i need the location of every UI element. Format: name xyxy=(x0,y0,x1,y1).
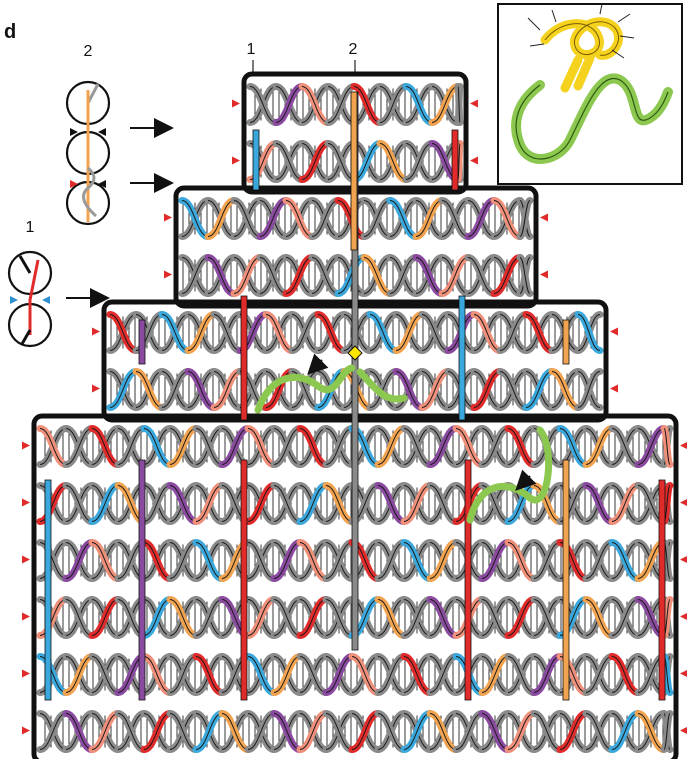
panel-label: d xyxy=(4,21,16,43)
ribbon-yellow-edge xyxy=(544,21,620,56)
crossover-marker xyxy=(680,556,687,563)
helix-strand-outline xyxy=(519,200,531,237)
crossover-red xyxy=(658,479,666,701)
crossover-schematic-1: 1 xyxy=(7,219,110,348)
crossover-marker xyxy=(92,384,100,393)
crossover-marker xyxy=(540,270,548,279)
crossover-marker xyxy=(22,441,30,450)
helix-strand-outline xyxy=(577,314,601,351)
strand-green xyxy=(466,426,553,524)
helix-strand-outline xyxy=(663,713,671,750)
arrow-down-left-icon xyxy=(307,353,329,375)
marker-black-left xyxy=(70,128,78,136)
strand-path-black xyxy=(18,255,32,274)
diamond-icon xyxy=(347,345,363,361)
crossover-marker xyxy=(22,498,30,507)
crossover-orange xyxy=(562,319,570,365)
crossover-marker xyxy=(232,156,240,165)
crossover-orange xyxy=(562,459,570,701)
crossover-schematic-2: 2 xyxy=(65,43,174,226)
crossover-marker xyxy=(232,99,240,108)
crossover-blue xyxy=(458,295,466,421)
marker-blue-left xyxy=(10,296,18,304)
crossover-red xyxy=(240,295,248,421)
strand-green xyxy=(254,364,356,414)
helix-strand-outline xyxy=(577,371,601,408)
inset-label-top: 2 xyxy=(84,43,93,60)
crossover-purple xyxy=(138,319,146,365)
inset-protein-box xyxy=(497,3,683,185)
crossover-marker xyxy=(680,727,687,734)
side-chain-lines xyxy=(527,3,635,59)
strand-path-black xyxy=(20,329,32,345)
helix-strand-outline xyxy=(519,257,531,294)
crossover-orange xyxy=(350,91,358,251)
crossover-purple xyxy=(138,459,146,701)
marker-blue-right xyxy=(42,296,50,304)
crossover-red xyxy=(451,129,459,191)
crossover-marker xyxy=(22,612,30,621)
strand-path-red xyxy=(28,259,40,335)
crossover-marker xyxy=(680,442,687,449)
arrow-down-left-icon xyxy=(515,469,537,491)
crossover-red xyxy=(464,459,472,701)
inset-label-left: 1 xyxy=(26,219,35,236)
crossover-marker xyxy=(164,270,172,279)
strand-path-grey xyxy=(82,166,98,218)
marker-black-right xyxy=(98,180,106,188)
crossover-label-2: 2 xyxy=(349,41,358,58)
crossover-marker xyxy=(680,613,687,620)
marker-black-right xyxy=(98,128,106,136)
helix-strand-outline xyxy=(663,428,671,465)
crossover-marker xyxy=(680,499,687,506)
crossover-marker xyxy=(164,213,172,222)
crossover-blue xyxy=(44,479,52,701)
strand-green xyxy=(356,368,408,403)
crossover-marker xyxy=(470,156,478,165)
origami-helix-array xyxy=(22,71,687,759)
helix-strand-outline xyxy=(457,86,461,123)
crossover-marker xyxy=(610,384,618,393)
crossover-red xyxy=(240,459,248,701)
crossover-marker xyxy=(22,669,30,678)
crossover-blue xyxy=(252,129,260,191)
crossover-marker xyxy=(92,327,100,336)
crossover-marker xyxy=(540,213,548,222)
crossover-marker xyxy=(680,670,687,677)
crossover-marker xyxy=(610,327,618,336)
marker-red-left xyxy=(70,180,78,188)
crossover-label-1: 1 xyxy=(247,41,256,58)
ribbon-green-edge xyxy=(515,77,669,160)
crossover-marker xyxy=(22,555,30,564)
crossover-marker xyxy=(470,99,478,108)
crossover-marker xyxy=(22,726,30,735)
